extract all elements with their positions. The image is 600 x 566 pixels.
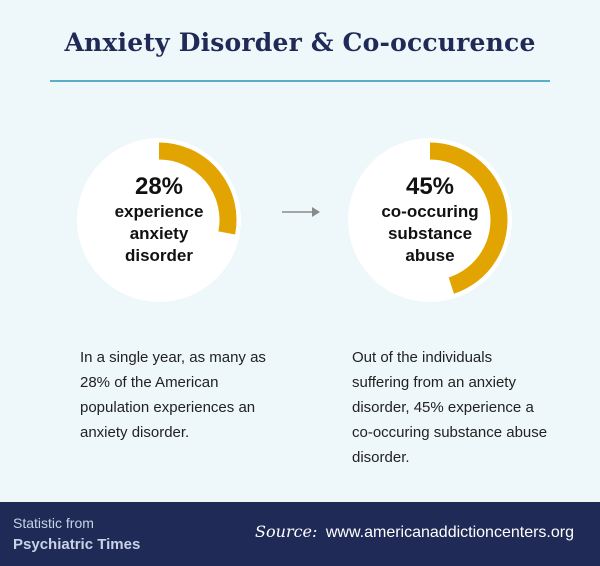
arrow-right-icon [282,207,320,217]
source-url[interactable]: www.americanaddictioncenters.org [325,524,574,541]
progress-ring-anxiety [77,138,241,302]
stat-circle-substance-abuse: 45% co-occuring substance abuse [340,130,520,310]
stat-circle-anxiety: 28% experience anxiety disorder [69,130,249,310]
source-label: Source: [255,522,318,541]
progress-arc-anxiety [158,142,237,235]
progress-ring-substance-abuse [348,138,512,302]
credit-publication: Psychiatric Times [13,536,141,553]
stat-label-substance-abuse: co-occuring substance abuse [381,202,479,265]
progress-arc-substance-abuse [429,142,508,294]
title-divider [50,80,550,82]
footer-credit: Statistic from Psychiatric Times [13,512,140,556]
credit-prefix: Statistic from [13,515,94,531]
stat-label-anxiety: experience anxiety disorder [114,202,204,265]
stat-value-anxiety: 28% [134,173,184,200]
page-title: Anxiety Disorder & Co-occurence [64,28,536,57]
footer-source: Source: www.americanaddictioncenters.org [255,522,574,542]
stat-value-substance-abuse: 45% [405,173,455,200]
description-substance-abuse: Out of the individuals suffering from an… [352,349,548,466]
description-anxiety: In a single year, as many as 28% of the … [80,349,266,441]
footer-bar: Statistic from Psychiatric Times Source:… [0,502,600,566]
